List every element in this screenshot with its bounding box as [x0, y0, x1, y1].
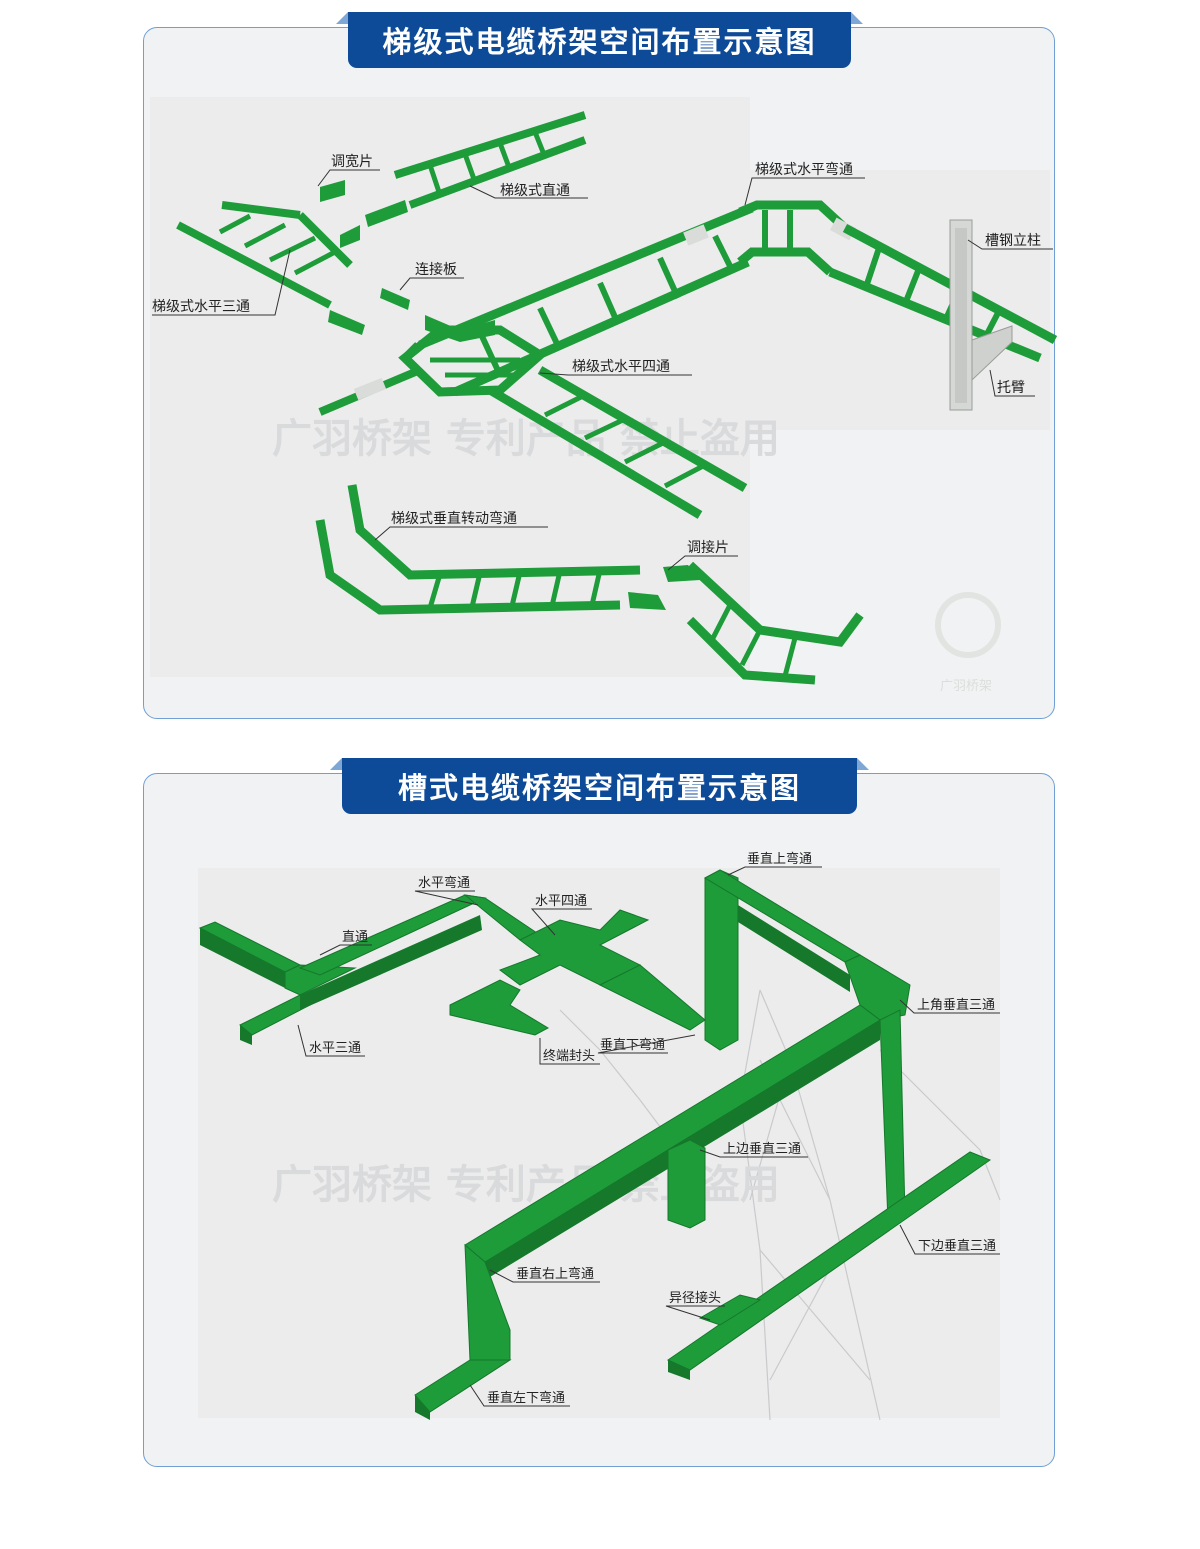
trough-vertical-right-up-elbow — [464, 1243, 511, 1361]
brand-logo: 广羽桥架 — [935, 592, 1001, 694]
trough-end-loop — [449, 979, 550, 1036]
ladder-lower-run — [487, 366, 748, 519]
trough-tray-drawing — [198, 869, 992, 1420]
trough-panel-title-banner: 槽式电缆桥架空间布置示意图 — [330, 758, 869, 814]
label-vertical-up-elbow: 垂直上弯通 — [747, 851, 812, 867]
label-ladder-horizontal-elbow: 梯级式水平弯通 — [755, 161, 853, 178]
label-ladder-straight: 梯级式直通 — [500, 182, 570, 199]
label-trough-horizontal-cross: 水平四通 — [535, 894, 587, 909]
label-trough-horizontal-tee: 水平三通 — [309, 1041, 361, 1056]
label-vertical-left-down-elbow: 垂直左下弯通 — [487, 1390, 565, 1406]
ladder-panel-title-banner: 梯级式电缆桥架空间布置示意图 — [336, 12, 863, 68]
ladder-straight-section — [393, 111, 587, 209]
label-support-arm: 托臂 — [997, 380, 1025, 396]
channel-steel-column — [949, 219, 1013, 411]
trough-top-tee-drop — [667, 1139, 706, 1229]
label-adjust-plate: 调接片 — [687, 539, 729, 556]
trough-labels: 垂直上弯通 水平弯通 水平四通 直通 上角垂直三通 水平三通 终端封头 垂直下弯… — [297, 851, 1000, 1407]
trough-vertical-up-elbow — [704, 869, 739, 1051]
label-ladder-horizontal-tee: 梯级式水平三通 — [152, 299, 250, 315]
label-vertical-down-elbow: 垂直下弯通 — [600, 1037, 665, 1053]
ladder-panel-title: 梯级式电缆桥架空间布置示意图 — [348, 12, 851, 68]
ladder-photo-area — [150, 97, 750, 677]
label-trough-straight: 直通 — [342, 930, 368, 945]
ladder-horizontal-cross — [318, 325, 548, 416]
trough-reducer — [698, 1294, 762, 1326]
label-ladder-horizontal-cross: 梯级式水平四通 — [572, 359, 670, 375]
trough-panel-title: 槽式电缆桥架空间布置示意图 — [342, 758, 857, 814]
label-bottom-vertical-tee: 下边垂直三通 — [918, 1239, 996, 1254]
ladder-horizontal-tee — [176, 201, 353, 309]
label-channel-column: 槽钢立柱 — [985, 233, 1041, 249]
label-trough-horizontal-elbow: 水平弯通 — [418, 875, 470, 891]
label-adjust-width: 调宽片 — [331, 153, 373, 170]
ladder-vertical-turn-elbow — [315, 484, 864, 685]
label-end-cap: 终端封头 — [543, 1048, 595, 1064]
label-connector-plate: 连接板 — [415, 261, 457, 278]
label-reducer: 异径接头 — [669, 1290, 721, 1306]
adjust-plates — [320, 180, 495, 342]
brand-logo-text: 广羽桥架 — [940, 679, 992, 694]
ladder-tray-drawing: 广羽桥架 — [176, 111, 1058, 694]
label-top-vertical-tee: 上边垂直三通 — [723, 1142, 801, 1157]
label-vertical-right-up-elbow: 垂直右上弯通 — [516, 1266, 594, 1282]
label-ladder-vertical-turn: 梯级式垂直转动弯通 — [391, 510, 517, 527]
trough-bottom-run — [666, 1151, 992, 1371]
ladder-horizontal-elbow — [683, 200, 856, 276]
label-corner-vertical-tee: 上角垂直三通 — [917, 998, 995, 1013]
ladder-labels: 调宽片 梯级式直通 梯级式水平弯通 槽钢立柱 连接板 梯级式水平三通 梯级式水平… — [152, 153, 1053, 571]
ladder-watermark: 广羽桥架 专利产品 禁止盗用 — [272, 416, 780, 462]
